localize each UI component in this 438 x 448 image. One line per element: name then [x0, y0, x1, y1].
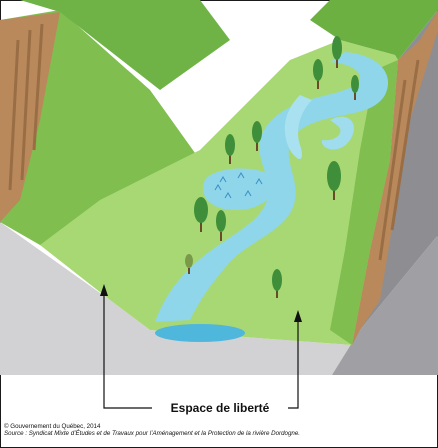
credits: © Gouvernement du Québec, 2014 Source : … — [4, 423, 434, 438]
freedom-space-label: Espace de liberté — [170, 401, 270, 415]
left-slope-soil — [0, 12, 60, 222]
tree-icon — [332, 36, 342, 68]
right-slope-soil-streaks — [378, 59, 420, 261]
right-slope-grass-band — [330, 60, 398, 345]
freedom-space-bracket — [103, 292, 299, 409]
tree-icon — [225, 134, 235, 164]
tree-icon — [351, 75, 359, 100]
tree-icon — [327, 161, 341, 200]
tree-icon — [313, 59, 323, 89]
tree-icon — [216, 210, 226, 241]
left-slope-soil-streaks — [8, 23, 44, 191]
marsh-reeds-icon — [214, 172, 263, 199]
left-upper-plateau — [20, 0, 230, 90]
bedrock-front — [0, 222, 352, 375]
source-text: Source : Syndicat Mixte d’Études et de T… — [4, 430, 301, 438]
copyright-text: © Gouvernement du Québec, 2014 — [4, 423, 101, 430]
right-slope-soil — [352, 10, 438, 345]
bracket-arrow-right — [294, 310, 302, 322]
bracket-arrow-left — [100, 284, 108, 296]
wetland-pond — [203, 168, 275, 210]
right-valley-slope — [310, 0, 438, 60]
river-mouth — [155, 324, 245, 342]
tree-icon — [185, 254, 193, 274]
oxbow-meander — [321, 116, 354, 150]
tree-icon — [252, 121, 262, 151]
tree-icon — [194, 197, 208, 232]
river-secondary-channel — [284, 95, 312, 160]
tree-icon — [272, 269, 282, 298]
bedrock-right-side — [332, 235, 438, 375]
